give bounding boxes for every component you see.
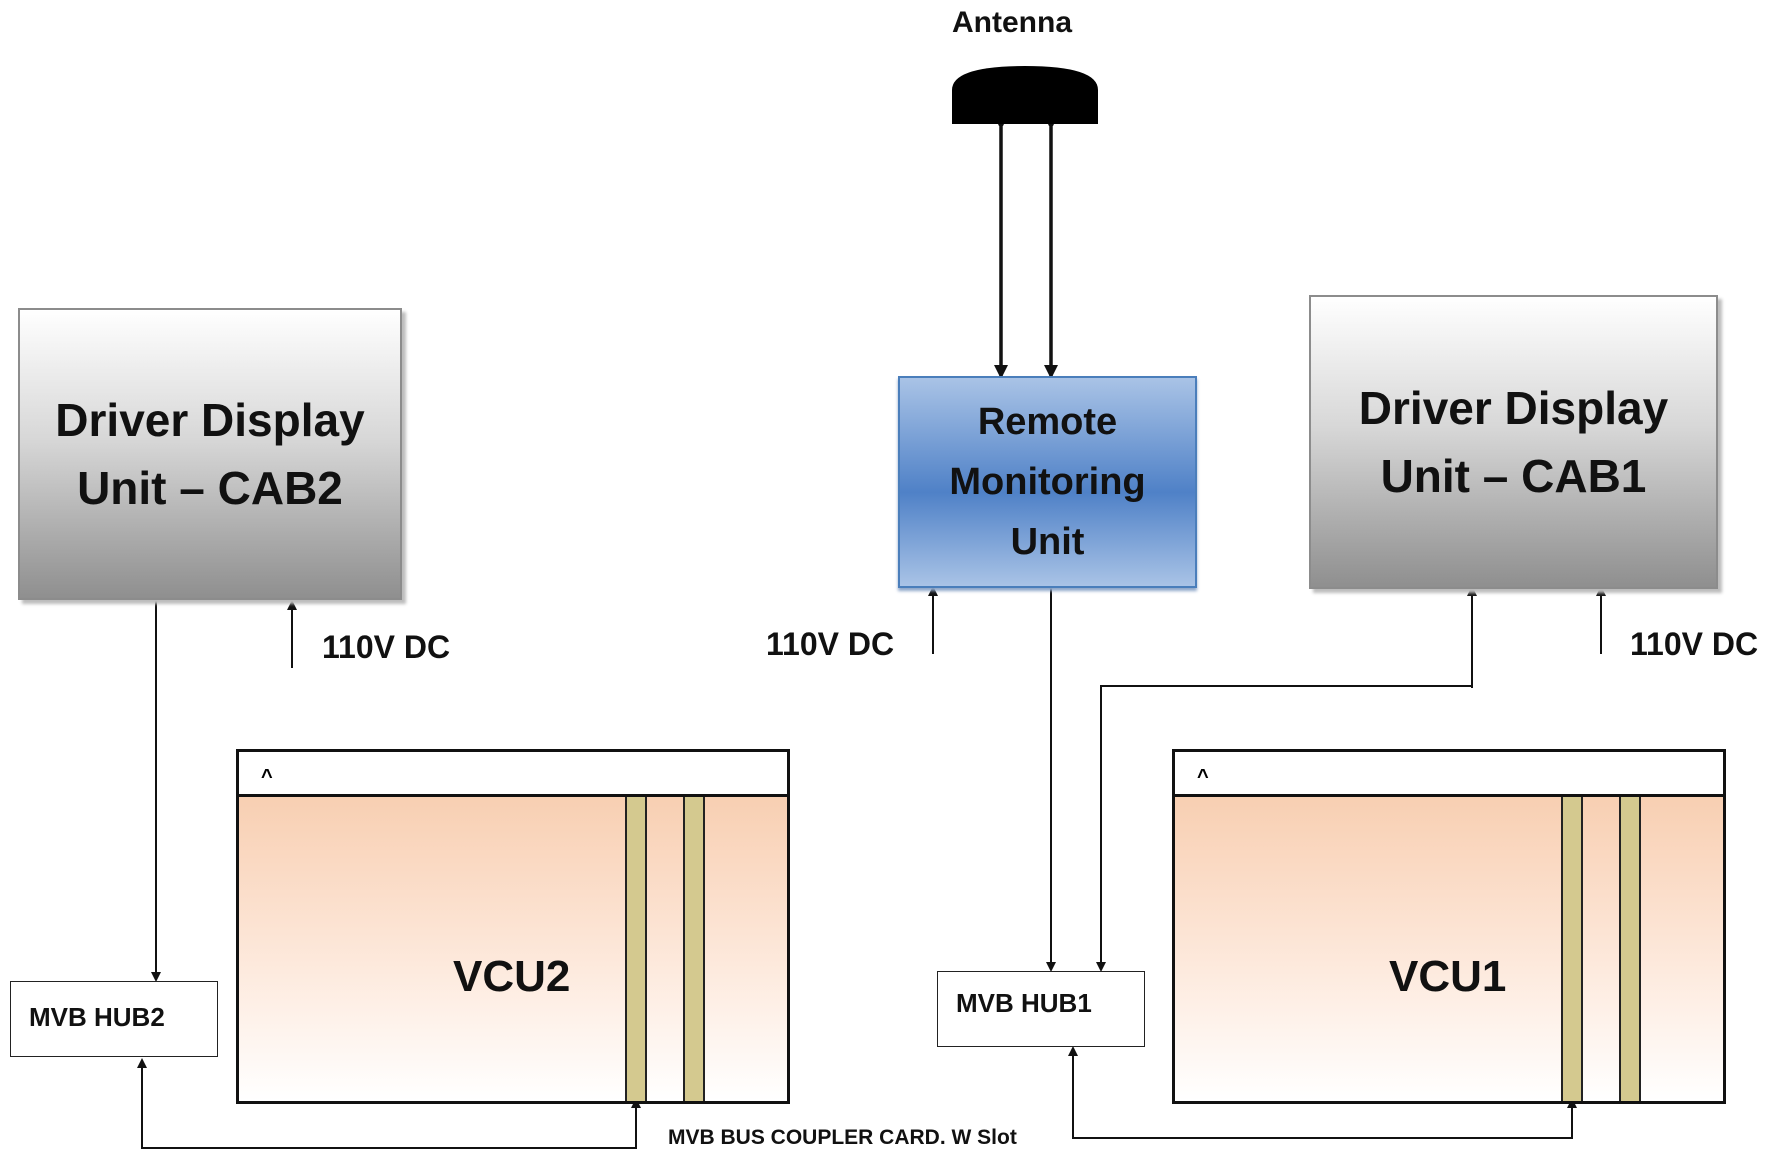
rmu-label-line2: Monitoring bbox=[949, 461, 1146, 503]
ddu-cab2-label-line2: Unit – CAB2 bbox=[77, 462, 343, 514]
ddu-cab2-label-line1: Driver Display bbox=[55, 394, 365, 446]
antenna-label: Antenna bbox=[952, 6, 1072, 39]
vcu2-coupler-slot-2 bbox=[683, 797, 705, 1101]
vcu1-label: VCU1 bbox=[1389, 952, 1507, 1001]
antenna-icon bbox=[952, 66, 1098, 124]
power-label-cab2: 110V DC bbox=[322, 629, 451, 665]
power-label-cab1: 110V DC bbox=[1630, 626, 1759, 662]
rmu-label-line1: Remote bbox=[977, 401, 1118, 443]
ddu-cab1-label-line1: Driver Display bbox=[1358, 382, 1669, 434]
mvb-hub1-box: MVB HUB1 bbox=[937, 971, 1145, 1047]
power-label-rmu: 110V DC bbox=[766, 626, 895, 662]
vcu1-coupler-slot-1 bbox=[1561, 797, 1583, 1101]
ddu-cab1-hub1-link bbox=[1096, 685, 1473, 972]
coupler-card-label: MVB BUS COUPLER CARD. W Slot bbox=[668, 1126, 1017, 1149]
vcu1-header: ^ bbox=[1175, 752, 1723, 797]
remote-monitoring-unit-box: Remote Monitoring Unit bbox=[898, 376, 1197, 588]
vcu1-marker: ^ bbox=[1197, 766, 1209, 788]
driver-display-unit-cab1-box: Driver Display Unit – CAB1 bbox=[1309, 295, 1718, 589]
vcu2-label: VCU2 bbox=[453, 952, 571, 1001]
driver-display-unit-cab2-box: Driver Display Unit – CAB2 bbox=[18, 308, 402, 600]
vcu2-header: ^ bbox=[239, 752, 787, 797]
vcu2-box: ^ VCU2 bbox=[236, 749, 790, 1104]
vcu2-coupler-slot-1 bbox=[625, 797, 647, 1101]
mvb-hub1-label: MVB HUB1 bbox=[956, 988, 1092, 1018]
vcu1-coupler-slot-2 bbox=[1619, 797, 1641, 1101]
vcu1-box: ^ VCU1 bbox=[1172, 749, 1726, 1104]
rmu-label-line3: Unit bbox=[1010, 521, 1085, 563]
mvb-hub2-label: MVB HUB2 bbox=[29, 1002, 165, 1032]
mvb-hub2-box: MVB HUB2 bbox=[10, 981, 218, 1057]
ddu-cab1-label-line2: Unit – CAB1 bbox=[1380, 450, 1647, 502]
vcu2-marker: ^ bbox=[261, 766, 273, 788]
